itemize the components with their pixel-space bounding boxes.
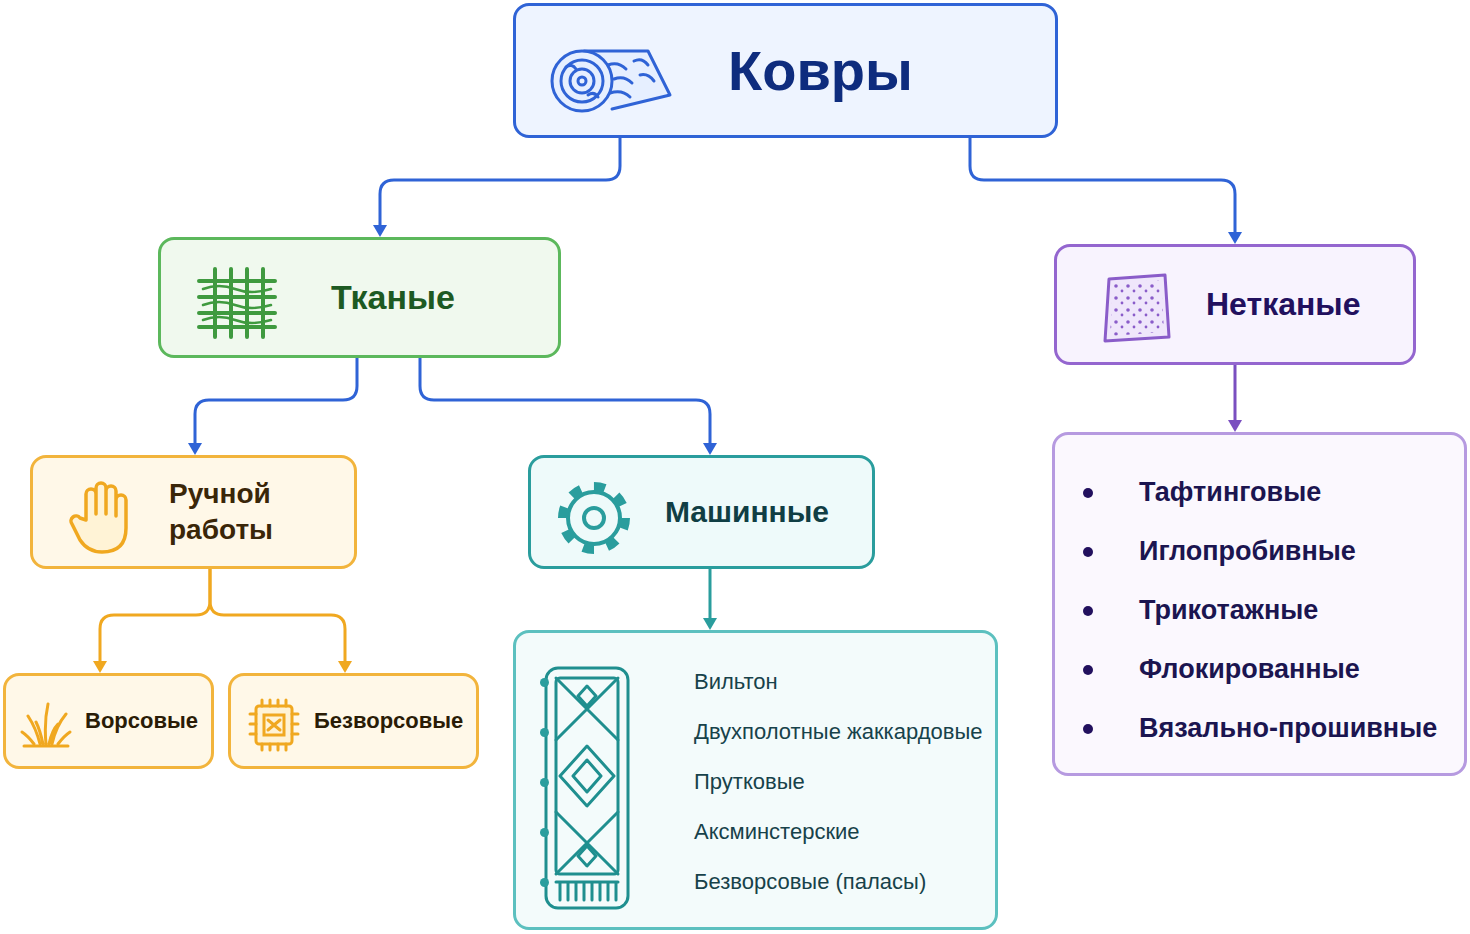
- connector: [93, 569, 210, 673]
- arrowhead: [188, 443, 202, 455]
- connector-line: [1234, 365, 1237, 424]
- arrowhead: [703, 618, 717, 630]
- subtype-box: Безворсовые: [228, 673, 479, 769]
- connector-line: [970, 138, 1235, 236]
- list-item: Прутковые: [694, 757, 981, 807]
- list-item: Иглопробивные: [1139, 522, 1450, 581]
- node-label: Безворсовые: [314, 708, 463, 734]
- felt-square-icon: [1101, 271, 1173, 345]
- node-label: Ковры: [728, 38, 913, 103]
- node-label: Ручной работы: [169, 476, 319, 549]
- arrowhead: [338, 661, 352, 673]
- connector: [188, 358, 357, 455]
- category-box: Нетканые: [1054, 244, 1416, 365]
- arrowhead: [1228, 420, 1242, 432]
- node-label: Ворсовые: [85, 708, 198, 734]
- method-box: Ручной работы: [30, 455, 357, 569]
- subtype-box: Ворсовые: [3, 673, 214, 769]
- list-item: Вильтон: [694, 657, 981, 707]
- weave-grid-icon: [195, 265, 279, 341]
- list-item: Безворсовые (паласы): [694, 857, 981, 907]
- connector-line: [100, 569, 210, 665]
- gear-icon: [556, 480, 632, 556]
- node-label: Нетканые: [1206, 286, 1360, 323]
- list-item: Трикотажные: [1139, 581, 1450, 640]
- node-label: Тканые: [331, 278, 455, 317]
- type-list-box: ВильтонДвухполотные жаккардовыеПрутковые…: [513, 630, 998, 930]
- connector-line: [380, 138, 620, 229]
- connector: [703, 569, 717, 630]
- connector: [970, 138, 1242, 244]
- flatweave-icon: [248, 698, 300, 752]
- arrowhead: [703, 443, 717, 455]
- arrowhead: [1228, 232, 1242, 244]
- list-item: Вязально-прошивные: [1139, 699, 1450, 758]
- connector-line: [195, 358, 357, 447]
- list-item: Двухполотные жаккардовые: [694, 707, 981, 757]
- list-item: Тафтинговые: [1139, 463, 1450, 522]
- connector-line: [709, 569, 712, 622]
- connector: [420, 358, 717, 455]
- list-item: Флокированные: [1139, 640, 1450, 699]
- machine-rug-icon: [544, 666, 630, 910]
- connector: [1228, 365, 1242, 432]
- connector-line: [420, 358, 710, 447]
- connector: [210, 569, 352, 673]
- category-box: Тканые: [158, 237, 561, 358]
- method-box: Машинные: [528, 455, 875, 569]
- list-item: Аксминстерские: [694, 807, 981, 857]
- arrowhead: [373, 225, 387, 237]
- pile-grass-icon: [20, 698, 72, 752]
- connector-line: [210, 569, 345, 665]
- carpet-roll-icon: [548, 43, 676, 117]
- type-list-box: ТафтинговыеИглопробивныеТрикотажныеФлоки…: [1052, 432, 1467, 776]
- node-label: Машинные: [665, 495, 829, 529]
- connector: [373, 138, 620, 237]
- arrowhead: [93, 661, 107, 673]
- root-box: Ковры: [513, 3, 1058, 138]
- hand-icon: [68, 480, 138, 556]
